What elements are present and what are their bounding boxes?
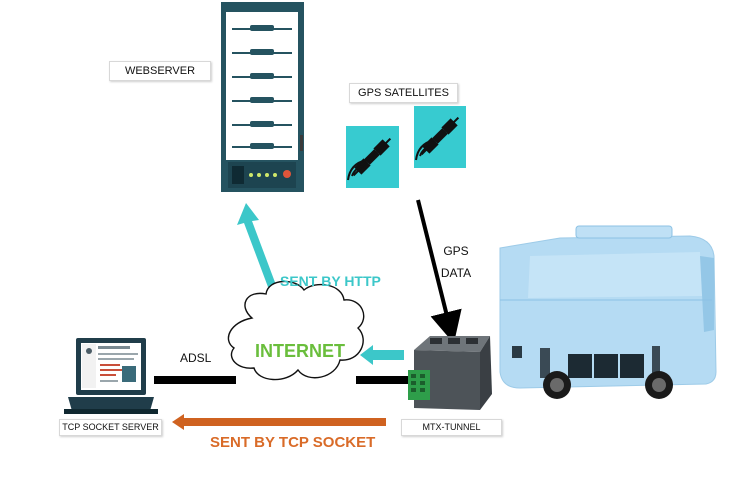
tcp-socket-arrow (172, 414, 386, 430)
http-arrow (237, 203, 276, 287)
gps-data-line2: DATA (440, 266, 472, 280)
tcp-socket-server-label: TCP SOCKET SERVER (59, 419, 162, 436)
adsl-label: ADSL (180, 351, 212, 365)
adsl-link (154, 376, 236, 384)
sent-by-http-label: SENT BY HTTP (280, 273, 381, 289)
gps-data-arrow (416, 199, 462, 344)
modem-icon (408, 336, 492, 410)
satellite-icon (414, 106, 466, 168)
laptop-icon (64, 338, 158, 414)
gps-satellites-label: GPS SATELLITES (349, 83, 458, 103)
modem-link (356, 376, 410, 384)
gps-data-line1: GPS (443, 244, 469, 258)
gps-data-label: GPS DATA (436, 240, 476, 284)
sent-by-tcp-socket-label: SENT BY TCP SOCKET (210, 434, 376, 451)
cloud-icon (227, 280, 365, 381)
data-arrow-to-cloud (360, 345, 404, 365)
webserver-label: WEBSERVER (109, 61, 211, 81)
bus-icon (499, 225, 717, 399)
internet-label: INTERNET (255, 341, 345, 361)
server-icon (221, 2, 304, 192)
satellite-icon (346, 126, 399, 188)
mtx-tunnel-label: MTX-TUNNEL (401, 419, 502, 436)
